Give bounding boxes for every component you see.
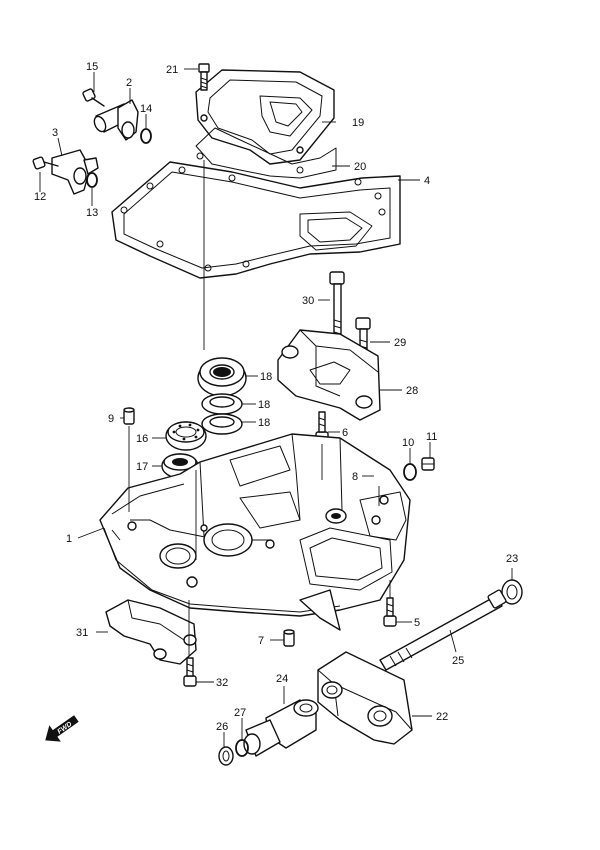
part-15-bolt xyxy=(82,88,105,107)
center-lines xyxy=(128,160,391,656)
part-22-bolt xyxy=(198,63,210,91)
part-23-mount xyxy=(317,651,413,745)
callout-21: 20 xyxy=(354,161,366,173)
callout-12: 12 xyxy=(34,191,46,203)
callout-labels: 15 2 14 3 12 13 21 19 20 4 30 29 28 18 1… xyxy=(34,61,518,733)
part-13-o-ring xyxy=(86,172,98,188)
callout-31: 30 xyxy=(302,295,314,307)
part-18a-washer xyxy=(201,393,243,415)
callout-10: 10 xyxy=(402,437,414,449)
part-31-bolt xyxy=(329,271,345,345)
part-33-bolt xyxy=(183,657,197,687)
part-7-pin xyxy=(283,629,295,647)
leader-lines xyxy=(39,68,513,748)
callout-2: 2 xyxy=(126,77,132,89)
callout-1: 1 xyxy=(66,533,72,545)
callout-20: 19 xyxy=(352,117,364,129)
callout-27: 26 xyxy=(216,721,228,733)
part-9-dowel xyxy=(123,407,135,425)
callout-6: 6 xyxy=(342,427,348,439)
callout-11: 11 xyxy=(426,431,437,443)
callout-13: 13 xyxy=(86,207,98,219)
part-26-long-bolt xyxy=(379,589,507,671)
part-27-nut xyxy=(218,746,234,766)
callout-18a: 18 xyxy=(258,399,270,411)
part-12-bolt xyxy=(32,156,59,170)
callout-4: 4 xyxy=(424,175,430,187)
part-18b-washer xyxy=(201,413,243,435)
callout-16: 16 xyxy=(136,433,148,445)
callout-7: 7 xyxy=(258,635,264,647)
callout-32: 31 xyxy=(76,627,88,639)
callout-30: 29 xyxy=(394,337,406,349)
part-21-gasket xyxy=(195,127,337,179)
callout-33: 32 xyxy=(216,677,228,689)
part-29-bracket xyxy=(277,329,381,421)
part-2-fitting xyxy=(93,99,139,141)
part-4-large-gasket xyxy=(111,161,401,279)
part-10-washer xyxy=(403,463,417,481)
callout-17: 17 xyxy=(136,461,148,473)
callout-14: 14 xyxy=(140,103,152,115)
callout-22: 21 xyxy=(166,64,178,76)
part-30-bolt xyxy=(355,317,371,356)
part-1-housing xyxy=(99,433,411,631)
part-19-seal xyxy=(197,357,247,397)
callout-5: 5 xyxy=(414,617,420,629)
callout-29: 28 xyxy=(406,385,418,397)
part-14-o-ring xyxy=(140,128,152,144)
callout-8: 8 xyxy=(352,471,358,483)
part-16-bearing xyxy=(165,421,207,451)
callout-24: 23 xyxy=(506,553,518,565)
part-11-plug xyxy=(421,457,435,471)
part-32-bracket xyxy=(105,599,197,665)
part-3-fitting xyxy=(51,149,99,195)
callout-23: 22 xyxy=(436,711,448,723)
callout-9: 9 xyxy=(108,413,114,425)
callout-15: 15 xyxy=(86,61,98,73)
callout-18b: 18 xyxy=(258,417,270,429)
fwd-arrow-icon: FWD xyxy=(45,715,79,742)
part-20-cover xyxy=(195,69,335,165)
part-25-collar xyxy=(243,699,319,757)
callout-19: 18 xyxy=(260,371,272,383)
callout-28: 27 xyxy=(234,707,246,719)
callout-3: 3 xyxy=(52,127,58,139)
part-5-bolt xyxy=(383,597,397,627)
callout-26: 25 xyxy=(452,655,464,667)
fwd-label: FWD xyxy=(56,721,73,736)
callout-25: 24 xyxy=(276,673,288,685)
